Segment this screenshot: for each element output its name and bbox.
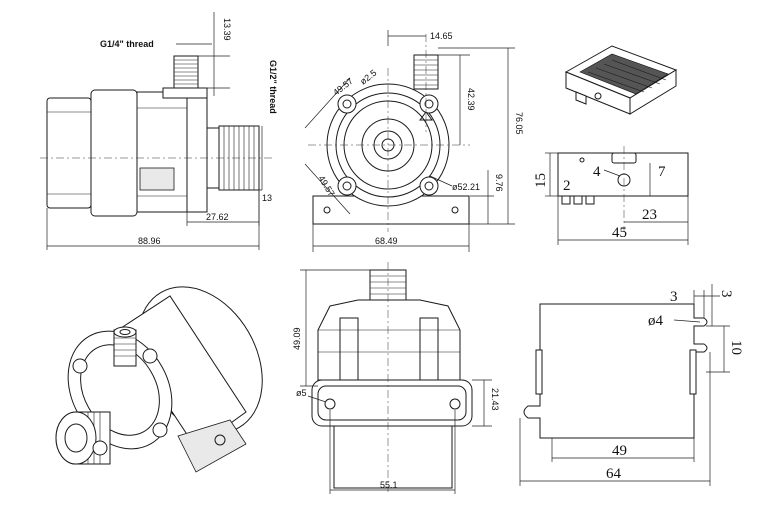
dim-top-hole: ø5 [296, 388, 307, 398]
inlet-thread [173, 55, 199, 89]
dim-bracket-width: 45 [612, 225, 627, 241]
dim-height-total: 76.05 [514, 112, 524, 135]
label-outlet-thread: G1/2" thread [268, 60, 278, 114]
dim-top-base-height: 21.43 [490, 388, 500, 411]
dim-plate-total: 64 [606, 466, 622, 482]
front-view: 14.65 49.57 ø2.5 42.39 76.05 9.76 ø52.21… [304, 30, 524, 252]
dim-bracket-hole-pos: 23 [642, 207, 657, 223]
dim-plate-slot-width: 3 [670, 289, 678, 305]
dim-bracket-height: 15 [533, 173, 549, 188]
top-view: 49.09 ø5 21.43 55.1 [292, 262, 500, 494]
dim-bracket-slot: 2 [563, 178, 571, 194]
dim-diag-upper: 49.57 [331, 76, 355, 98]
pump-isometric [55, 286, 263, 473]
dim-plate-slot-height: 3 [718, 290, 734, 298]
dim-bracket-hole-offset: 7 [658, 164, 666, 180]
dim-nozzle-offset: 14.65 [430, 31, 453, 41]
dim-front-width: 68.49 [375, 236, 398, 246]
dim-top-height: 49.09 [292, 327, 302, 350]
dim-total-length: 88.96 [138, 236, 161, 246]
dim-hole-small: ø2.5 [358, 68, 378, 87]
dim-plate-hole: ø4 [648, 313, 664, 329]
dim-body-circle: ø52.21 [452, 182, 480, 192]
bracket-front-view: 15 2 4 7 23 45 [533, 146, 689, 245]
dim-outlet-dia: 13 [262, 193, 272, 203]
label-inlet-thread: G1/4" thread [100, 39, 154, 49]
side-view: 13.39 G1/4" thread G1/2" thread 13 27.62… [40, 12, 278, 250]
dim-base-offset: 9.76 [494, 174, 504, 192]
dim-plate-slot-gap: 10 [728, 340, 744, 355]
plate-view: 3 3 ø4 10 49 64 [519, 284, 744, 486]
dim-top-width: 55.1 [380, 480, 398, 490]
bracket-isometric [564, 45, 678, 115]
dim-diag-lower: 49.57 [316, 174, 336, 198]
dim-bracket-hole: 4 [593, 164, 601, 180]
dim-outlet-length: 27.62 [206, 212, 229, 222]
dim-inlet-height: 13.39 [222, 18, 232, 41]
dim-height-inner: 42.39 [466, 88, 476, 111]
dim-plate-inner: 49 [612, 443, 627, 459]
